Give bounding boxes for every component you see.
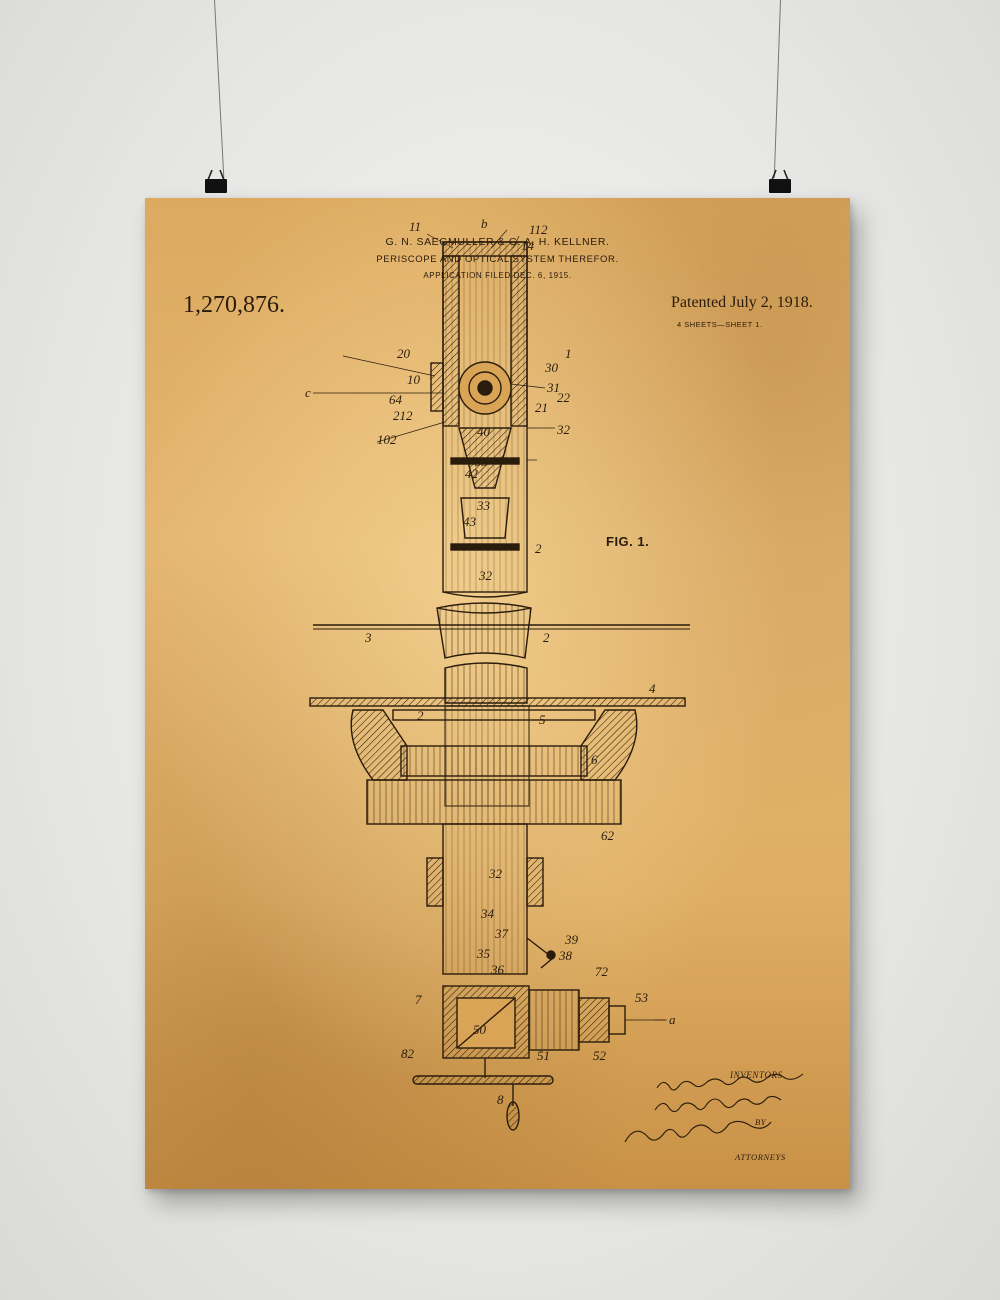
hanging-wire-right [773,0,781,178]
inventor-signatures [624,1073,804,1143]
ref-38: 38 [558,948,573,963]
ref-30: 30 [544,360,559,375]
ref-112: 112 [529,222,548,237]
ref-a: a [669,1012,676,1027]
ref-21: 21 [535,400,548,415]
ref-33-upper: 33 [474,454,489,469]
ref-22: 22 [557,390,571,405]
patent-number: 1,270,876. [183,292,285,318]
ref-14: 14 [521,238,535,253]
ref-52: 52 [593,1048,607,1063]
ref-33-lower: 33 [476,498,491,513]
ref-40: 40 [477,424,491,439]
ref-35: 35 [476,946,491,961]
ref-64: 64 [389,392,403,407]
ref-c: c [305,385,311,400]
ref-6: 6 [591,752,598,767]
ref-2-lower: 2 [417,708,424,723]
ref-1: 1 [565,346,572,361]
ref-42: 42 [465,466,479,481]
periscope-drawing: 11 b 112 14 20 1 30 10 31 c 64 22 212 21… [305,216,804,1143]
binder-clip-right-icon [769,169,791,193]
ref-2-middle: 2 [543,630,550,645]
ref-11: 11 [409,219,421,234]
ref-43: 43 [463,514,477,529]
ref-5: 5 [539,712,546,727]
ref-50: 50 [473,1022,487,1037]
ref-3: 3 [364,630,372,645]
reference-numerals: 11 b 112 14 20 1 30 10 31 c 64 22 212 21… [305,216,676,1107]
ref-32-lower: 32 [488,866,503,881]
patented-date: Patented July 2, 1918. [671,294,813,311]
ref-4: 4 [649,681,656,696]
ref-53: 53 [635,990,649,1005]
ref-82: 82 [401,1046,415,1061]
binder-clip-left-icon [205,169,227,193]
by-label: BY [755,1117,767,1127]
ref-2-upper: 2 [535,541,542,556]
ref-36: 36 [490,962,505,977]
ref-212: 212 [393,408,413,423]
ref-37: 37 [494,926,509,941]
ref-10: 10 [407,372,421,387]
sheet-count: 4 SHEETS—SHEET 1. [677,320,763,329]
inventors-label: INVENTORS [730,1070,783,1080]
ref-32-upper: 32 [556,422,571,437]
hanging-wire-left [214,0,225,178]
ref-7: 7 [415,992,422,1007]
ref-b: b [481,216,488,231]
ref-8: 8 [497,1092,504,1107]
ref-32-middle: 32 [478,568,493,583]
ref-34: 34 [480,906,495,921]
ref-39: 39 [564,932,579,947]
ref-20: 20 [397,346,411,361]
ref-51: 51 [537,1048,550,1063]
ref-62: 62 [601,828,615,843]
patent-poster: G. N. SAEGMULLER & G. A. H. KELLNER. PER… [145,198,850,1189]
ref-31: 31 [546,380,560,395]
figure-label: FIG. 1. [606,534,650,549]
attorneys-label: ATTORNEYS [735,1152,786,1162]
ref-72: 72 [595,964,609,979]
ref-102: 102 [377,432,397,447]
